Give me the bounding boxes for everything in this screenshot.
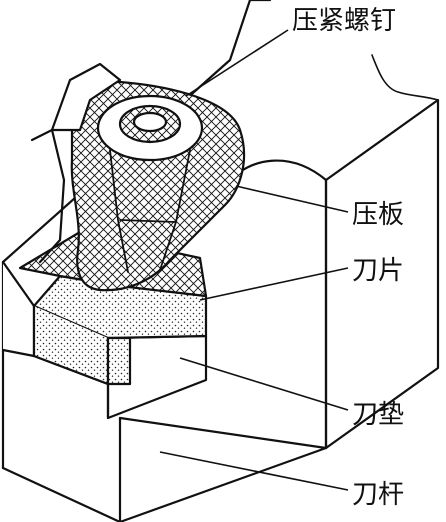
leader-insert bbox=[199, 267, 349, 301]
leader-clamp-screw bbox=[185, 29, 289, 97]
shank-bottom-edge bbox=[1, 446, 328, 522]
clamp-wedge-edge bbox=[30, 128, 66, 264]
break-line bbox=[371, 54, 439, 101]
leader-shim bbox=[179, 357, 349, 411]
label-shank: 刀杆 bbox=[352, 480, 405, 510]
label-clamp-plate: 压板 bbox=[352, 200, 405, 230]
leader-clamp-plate bbox=[235, 185, 349, 213]
screw-socket bbox=[132, 111, 168, 133]
label-shim: 刀垫 bbox=[352, 400, 405, 430]
label-clamp-screw: 压紧螺钉 bbox=[292, 6, 397, 36]
shim-left-face bbox=[1, 260, 36, 358]
leader-shank bbox=[159, 451, 349, 491]
clamp-wedge-left bbox=[50, 62, 122, 132]
insert-front-strip bbox=[106, 336, 132, 386]
label-insert: 刀片 bbox=[352, 256, 405, 286]
screw-body bbox=[109, 149, 191, 273]
